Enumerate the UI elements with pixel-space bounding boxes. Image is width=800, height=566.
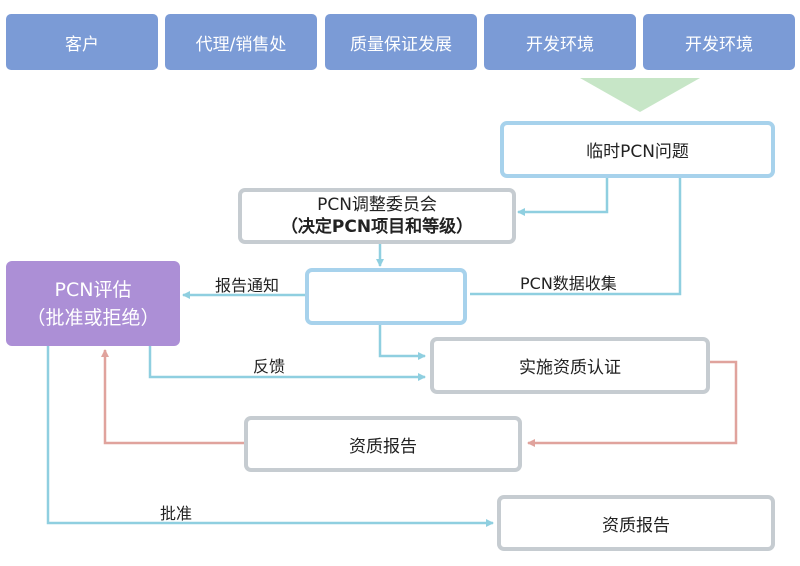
box-temporary-pcn: 临时PCN问题 [500, 121, 775, 178]
box-qualification-report-1: 资质报告 [244, 416, 522, 472]
box-pcn-evaluation: PCN评估 （批准或拒绝） [6, 261, 180, 346]
lane-agent-sales: 代理/销售处 [165, 14, 317, 70]
box-qualification-report-2: 资质报告 [497, 495, 775, 551]
committee-title: PCN调整委员会 [317, 195, 437, 215]
edge-feedback [148, 346, 426, 381]
box-temporary-pcn-label: 临时PCN问题 [586, 142, 689, 162]
lane-customer: 客户 [6, 14, 158, 70]
box-implement-qualification: 实施资质认证 [430, 337, 710, 394]
box-pcn-committee: PCN调整委员会 （决定PCN项目和等级） [238, 188, 516, 244]
label-approve: 批准 [160, 504, 193, 523]
box-middle [305, 268, 467, 325]
edge-data-collection [470, 178, 682, 296]
lane-dev-env-2: 开发环境 [643, 14, 795, 70]
committee-subtitle: （决定PCN项目和等级） [280, 217, 474, 237]
report2-label: 资质报告 [602, 515, 670, 536]
label-pcn-data-collection: PCN数据收集 [520, 274, 617, 293]
edge-approve [46, 346, 494, 527]
lane-dev-env-1: 开发环境 [484, 14, 636, 70]
label-report-notice: 报告通知 [215, 276, 280, 295]
evaluation-subtitle: （批准或拒绝） [26, 306, 160, 329]
label-feedback: 反馈 [253, 357, 286, 376]
evaluation-title: PCN评估 [54, 278, 132, 301]
edge-temp-to-committee [517, 178, 609, 216]
edge-report-to-eval [101, 349, 244, 445]
lane-quality-assurance: 质量保证发展 [325, 14, 477, 70]
implement-label: 实施资质认证 [519, 358, 621, 378]
report1-label: 资质报告 [349, 436, 417, 457]
edge-implement-to-report [527, 360, 738, 447]
edge-middle-to-implement [378, 325, 426, 360]
green-down-arrow [580, 78, 700, 112]
